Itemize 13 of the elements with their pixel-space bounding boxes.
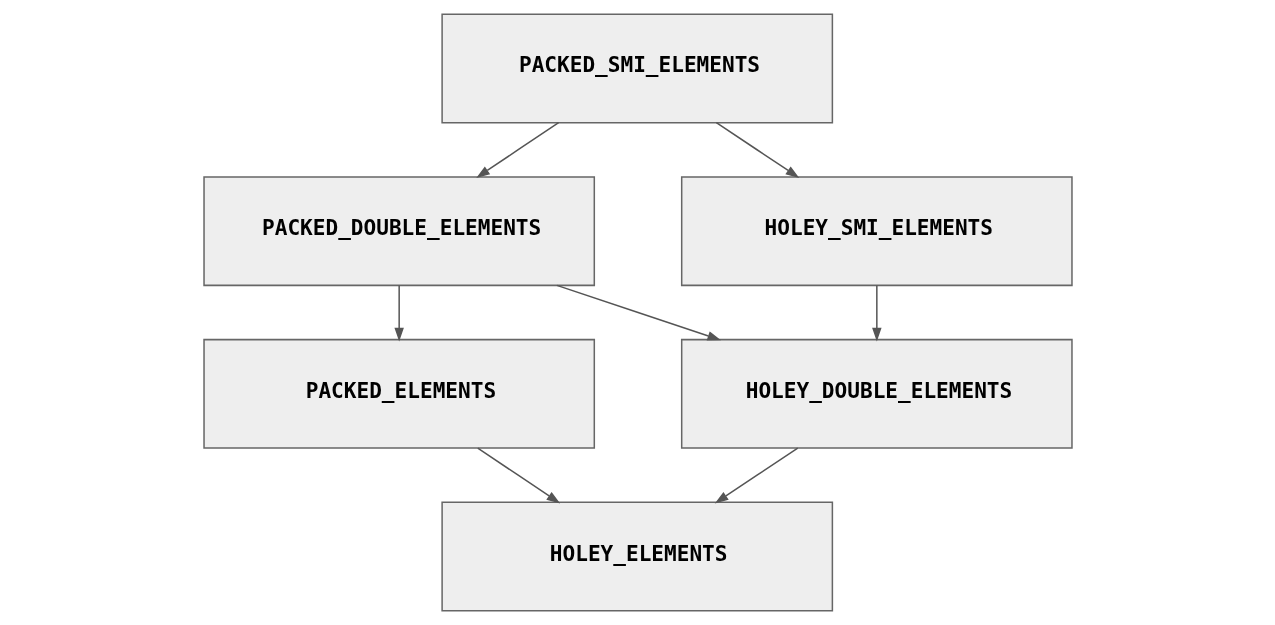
node-box: HOLEY_SMI_ELEMENTS	[680, 176, 1073, 287]
node-box: PACKED_DOUBLE_ELEMENTS	[202, 176, 595, 287]
node-box: PACKED_SMI_ELEMENTS	[440, 13, 833, 124]
arrow	[714, 447, 798, 504]
arrow	[476, 447, 560, 504]
arrow	[393, 284, 404, 342]
arrow	[871, 284, 882, 342]
node-box: PACKED_ELEMENTS	[202, 338, 595, 449]
arrow	[475, 121, 559, 178]
node-box: HOLEY_DOUBLE_ELEMENTS	[680, 338, 1073, 449]
node-box: HOLEY_ELEMENTS	[440, 501, 833, 612]
arrow	[555, 284, 721, 341]
arrow	[715, 121, 799, 178]
